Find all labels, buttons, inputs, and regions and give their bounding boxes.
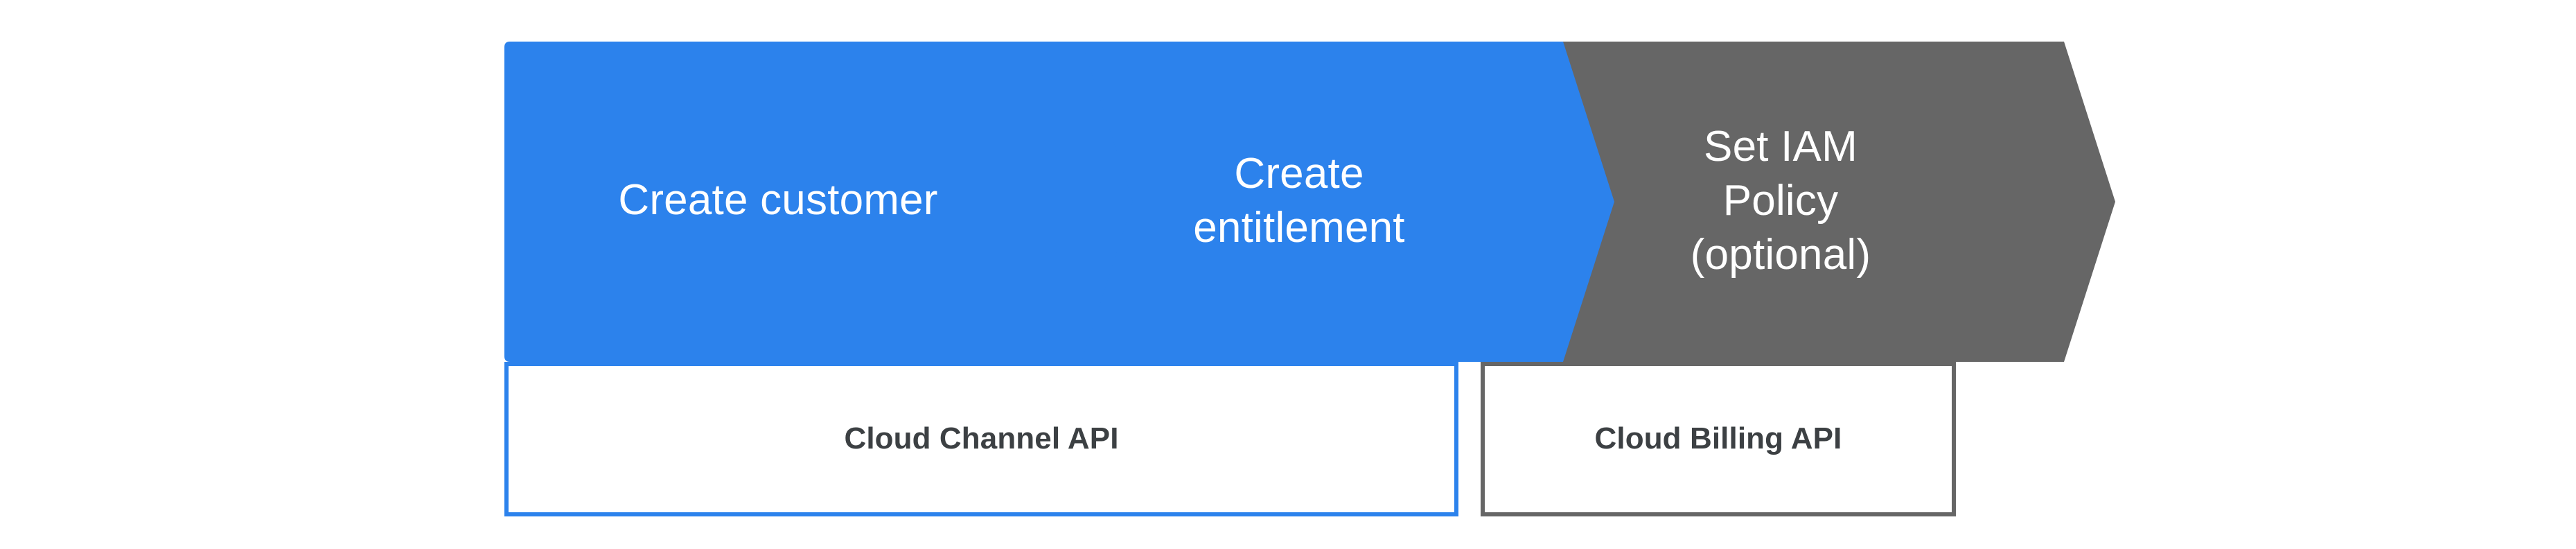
api-label-cloud-billing-api: Cloud Billing API xyxy=(1594,421,1842,455)
chevron-create-customer[interactable] xyxy=(504,42,1133,362)
chevron-create-entitlement[interactable] xyxy=(966,42,1614,362)
api-label-cloud-channel-api: Cloud Channel API xyxy=(844,421,1119,455)
api-box-cloud-channel-api[interactable] xyxy=(504,362,1458,516)
chevron-set-iam-policy[interactable] xyxy=(1483,42,2115,362)
api-box-cloud-billing-api[interactable] xyxy=(1481,362,1956,516)
